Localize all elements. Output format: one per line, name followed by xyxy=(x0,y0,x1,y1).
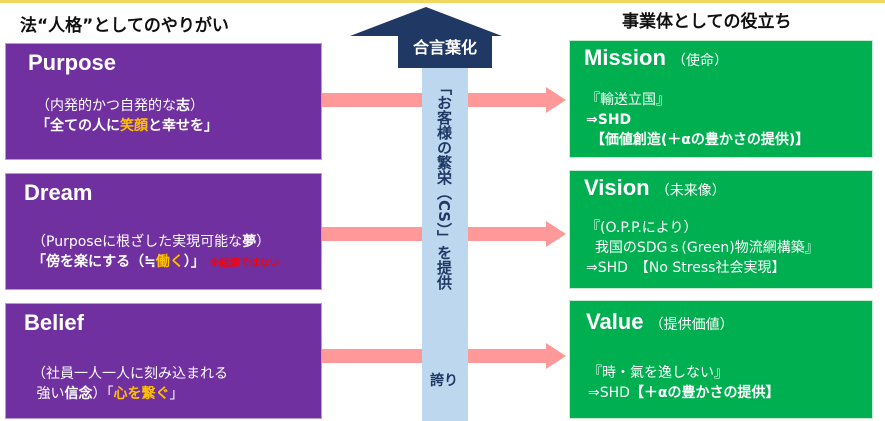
text: 」 xyxy=(169,386,184,402)
text: 夢 xyxy=(242,234,257,250)
text: ⇒SHD xyxy=(586,112,632,128)
mission-box: Mission （使命） 『輸送立国』 ⇒SHD 【価値創造(＋αの豊かさの提供… xyxy=(569,40,873,158)
text: 『輸送立国』 xyxy=(586,92,670,108)
subtitle: （使命） xyxy=(672,52,729,68)
text: ） xyxy=(256,234,271,250)
text: ⇒SHD xyxy=(588,385,630,401)
value-text: 『時・氣を逸しない』 ⇒SHD【＋αの豊かさの提供】 xyxy=(588,363,780,403)
vision-title: Vision （未来像） xyxy=(584,175,726,201)
text: （社員一人一人に刻み込まれる xyxy=(32,366,228,382)
note: ※語源ではない xyxy=(209,258,280,269)
text: Value xyxy=(586,309,644,334)
belief-title: Belief xyxy=(24,310,84,335)
text: 「全ての人に xyxy=(36,118,120,134)
text: 志 xyxy=(176,98,190,114)
mission-text: 『輸送立国』 ⇒SHD 【価値創造(＋αの豊かさの提供)】 xyxy=(586,90,809,150)
text: 『(O.P.P.により） xyxy=(586,220,698,236)
text: （内発的かつ自発的な xyxy=(36,98,176,114)
purpose-title: Purpose xyxy=(28,50,117,75)
center-arrow-shaft xyxy=(422,66,468,421)
pride-label: 誇り xyxy=(430,373,458,389)
text: Vision xyxy=(584,175,650,200)
text: ） xyxy=(190,98,204,114)
text: （Purposeに根ざした実現可能な xyxy=(32,234,243,250)
arrowhead-icon xyxy=(546,221,566,247)
value-box: Value （提供価値） 『時・氣を逸しない』 ⇒SHD【＋αの豊かさの提供】 xyxy=(569,300,873,419)
belief-box: Belief （社員一人一人に刻み込まれる 強い信念）「心を繋ぐ」 xyxy=(5,303,322,419)
text: 「傍を楽にする（≒ xyxy=(32,254,156,270)
text: 【価値創造(＋αの豊かさの提供)】 xyxy=(586,132,810,148)
arrowhead-icon xyxy=(546,87,566,113)
dream-text: （Purposeに根ざした実現可能な夢） 「傍を楽にする（≒働く）」 ※語源では… xyxy=(32,232,279,272)
text: Mission xyxy=(584,45,666,70)
purpose-box: Purpose （内発的かつ自発的な志） 「全ての人に笑顔と幸せを」 xyxy=(5,43,322,160)
mission-title: Mission （使命） xyxy=(584,45,728,71)
top-rule xyxy=(0,0,885,3)
subtitle: （提供価値） xyxy=(649,316,734,332)
dream-box: Dream （Purposeに根ざした実現可能な夢） 「傍を楽にする（≒働く）」… xyxy=(5,173,322,290)
purpose-text: （内発的かつ自発的な志） 「全ての人に笑顔と幸せを」 xyxy=(36,96,218,136)
right-header: 事業体としての役立ち xyxy=(622,12,792,32)
vision-text: 『(O.P.P.により） 我国のSDGｓ(Green)物流網構築』 ⇒SHD 【… xyxy=(586,218,819,278)
text: ⇒SHD 【No Stress社会実現】 xyxy=(586,260,786,276)
text: と幸せを」 xyxy=(148,118,218,134)
dream-title: Dream xyxy=(24,180,93,205)
left-header: 法“人格”としてのやりがい xyxy=(20,16,229,36)
text: 我国のSDGｓ(Green)物流網構築』 xyxy=(586,240,819,256)
value-title: Value （提供価値） xyxy=(586,309,734,335)
text: 【＋αの豊かさの提供】 xyxy=(629,385,780,401)
arrow-label: 合言葉化 xyxy=(412,38,477,57)
text: ）」 xyxy=(183,254,205,270)
highlight: 笑顔 xyxy=(120,118,148,134)
arrowhead-icon xyxy=(546,343,566,369)
text: ）「 xyxy=(92,386,114,402)
highlight: 心を繋ぐ xyxy=(113,386,170,402)
center-vertical-text: 「お客様の繁栄（CS）」を提供 xyxy=(435,80,453,290)
text: 『時・氣を逸しない』 xyxy=(588,365,728,381)
text: 信念 xyxy=(64,386,93,402)
up-arrow-head-icon xyxy=(350,7,502,68)
subtitle: （未来像） xyxy=(655,182,726,198)
belief-text: （社員一人一人に刻み込まれる 強い信念）「心を繋ぐ」 xyxy=(32,364,228,404)
vision-box: Vision （未来像） 『(O.P.P.により） 我国のSDGｓ(Green)… xyxy=(569,170,873,289)
text: 強い xyxy=(32,386,65,402)
highlight: 働く xyxy=(155,254,184,270)
